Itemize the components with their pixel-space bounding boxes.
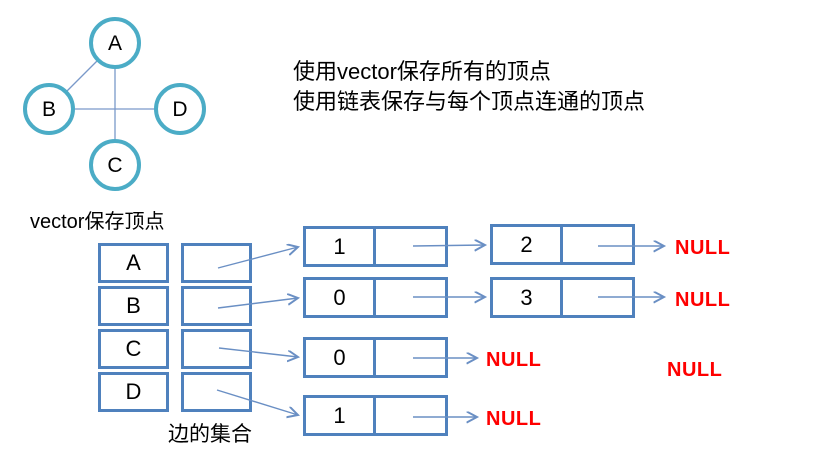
null-label-b: NULL (675, 289, 731, 311)
edge-set-cell-a (181, 243, 252, 283)
list-node-a1: 1 (303, 226, 448, 267)
graph-node-c-circle (89, 139, 141, 191)
list-node-b1-data: 0 (306, 280, 376, 315)
edge-set-label: 边的集合 (168, 423, 252, 446)
list-node-d1: 1 (303, 395, 448, 436)
list-node-c1-data: 0 (306, 340, 376, 375)
description-text: 使用vector保存所有的顶点 使用链表保存与每个顶点连通的顶点 (293, 57, 645, 117)
graph-node-b-circle (23, 83, 75, 135)
null-label-a: NULL (675, 237, 731, 259)
vector-cell-d: D (98, 372, 169, 412)
graph-node-d-label: D (172, 98, 187, 121)
list-node-a2-pointer (563, 227, 632, 262)
vector-cell-c: C (98, 329, 169, 369)
description-line-2: 使用链表保存与每个顶点连通的顶点 (293, 89, 646, 114)
list-node-d1-pointer (376, 398, 445, 433)
list-node-a1-data: 1 (306, 229, 376, 264)
vector-section-label: vector保存顶点 (30, 211, 165, 233)
list-node-a2-data: 2 (493, 227, 563, 262)
list-node-b2-pointer (563, 280, 632, 315)
null-label-c: NULL (486, 349, 542, 371)
graph-circles (23, 17, 206, 191)
null-label-extra: NULL (667, 359, 723, 381)
list-node-c1-pointer (376, 340, 445, 375)
null-label-d: NULL (486, 408, 542, 430)
list-node-b1-pointer (376, 280, 445, 315)
graph-node-c-label: C (107, 154, 122, 177)
graph-node-b-label: B (42, 98, 56, 121)
edge-set-cell-c (181, 329, 252, 369)
graph-node-a-label: A (108, 32, 122, 55)
list-node-a2: 2 (490, 224, 635, 265)
vector-cell-b: B (98, 286, 169, 326)
graph-figure: A B C D (23, 17, 206, 191)
graph-node-d-circle (154, 83, 206, 135)
list-node-d1-data: 1 (306, 398, 376, 433)
edge-set-cell-d (181, 372, 252, 412)
list-node-b2: 3 (490, 277, 635, 318)
list-node-b1: 0 (303, 277, 448, 318)
list-node-c1: 0 (303, 337, 448, 378)
list-node-a1-pointer (376, 229, 445, 264)
edge-set-cell-b (181, 286, 252, 326)
graph-node-a-circle (89, 17, 141, 69)
list-node-b2-data: 3 (493, 280, 563, 315)
description-line-1: 使用vector保存所有的顶点 (293, 59, 551, 84)
vector-cell-a: A (98, 243, 169, 283)
